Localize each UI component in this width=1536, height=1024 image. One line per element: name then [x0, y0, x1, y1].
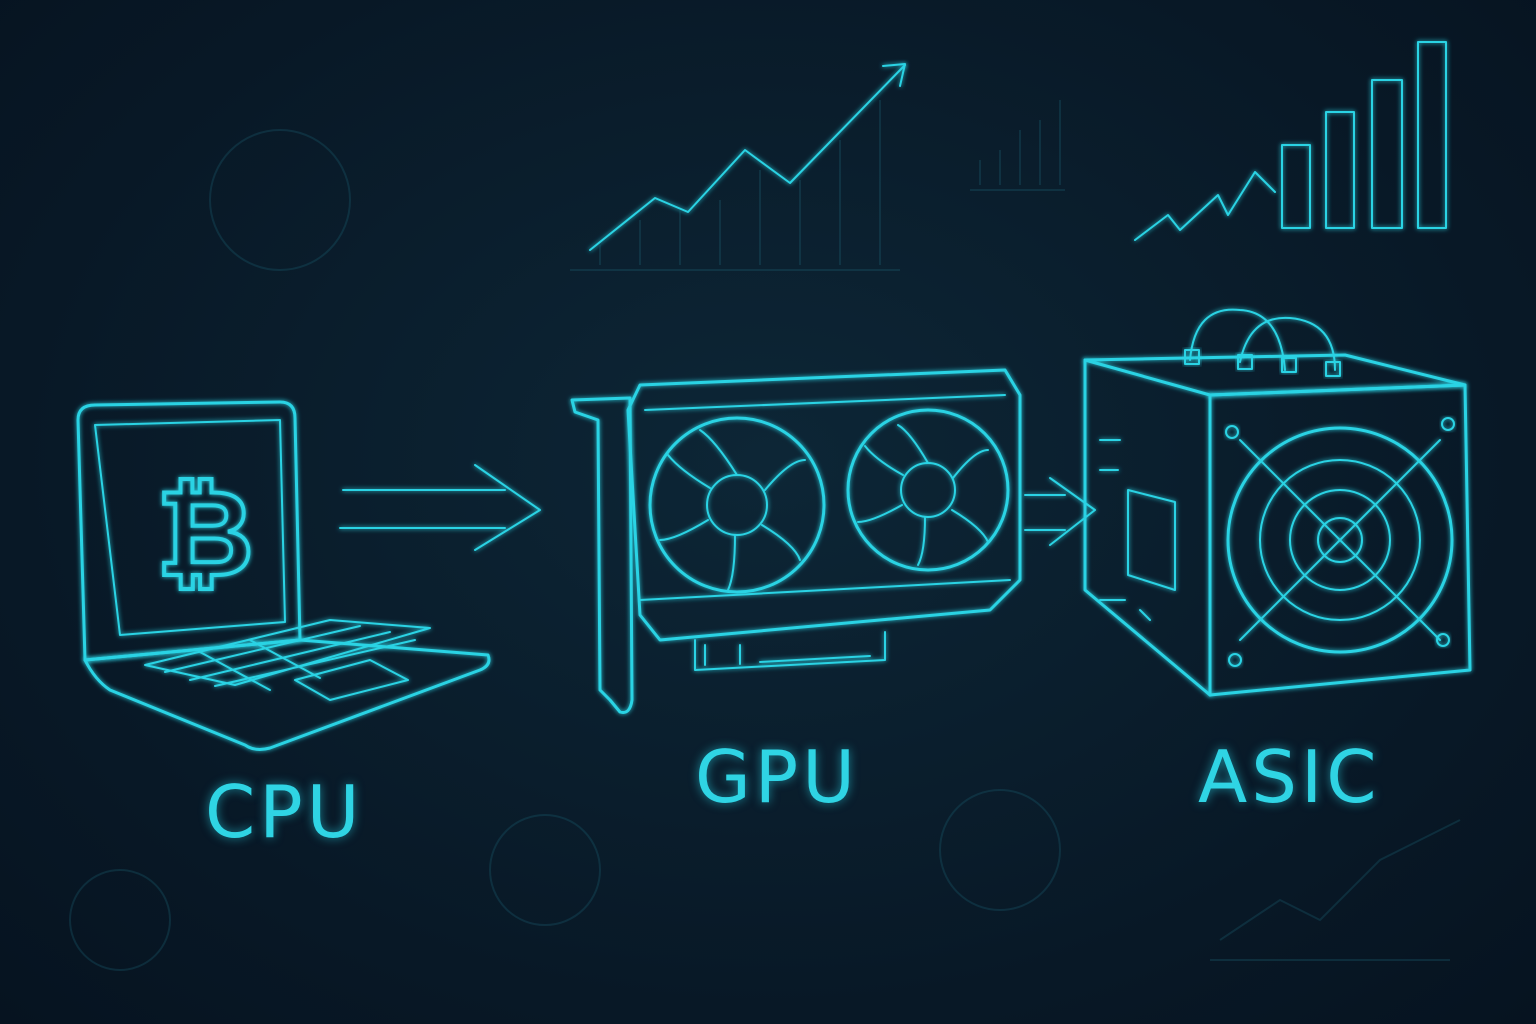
arrow-gpu-to-asic-icon	[1024, 477, 1096, 546]
trend-line-chart-icon	[570, 63, 906, 271]
bar-chart-growth-icon	[1134, 41, 1447, 241]
laptop-bitcoin-icon: ₿	[76, 400, 491, 751]
arrow-cpu-to-gpu-icon	[339, 464, 541, 551]
cpu-label: CPU	[205, 770, 364, 854]
asic-miner-icon	[1083, 308, 1472, 697]
graphics-card-icon	[570, 368, 1022, 714]
gpu-label: GPU	[695, 735, 859, 819]
asic-label: ASIC	[1198, 735, 1381, 819]
background-decor	[69, 100, 1461, 971]
bitcoin-icon: ₿	[156, 465, 254, 604]
